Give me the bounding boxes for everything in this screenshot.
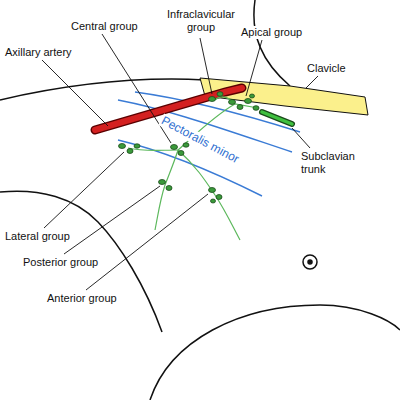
leader-line [64,186,160,254]
part-label: Apical group [240,26,303,39]
leader-line [42,60,108,126]
central-node [183,143,189,147]
infraclavicular-node [217,92,223,97]
posterior-node [166,186,172,191]
muscle-border [118,140,262,196]
subclavian-trunk [262,112,292,124]
lymph-vessel [215,97,235,104]
apical-node [245,99,252,104]
part-label: Central group [70,20,139,33]
apical-node [253,106,259,111]
leader-line [306,76,318,88]
leader-line [86,194,208,290]
breast-outline [150,305,400,400]
leader-line [200,38,212,94]
anterior-node [216,195,222,200]
central-node [178,151,184,156]
part-label: Infraclavicular group [160,8,242,34]
apical-node [229,100,236,105]
neck-outline [254,0,290,86]
leader-line [292,128,310,148]
lateral-node [127,149,133,154]
part-label: Posterior group [22,256,99,269]
lymph-vessel [165,150,178,185]
nipple-symbol [303,255,317,269]
anterior-node [209,188,216,193]
lymph-vessel [215,195,240,240]
subclavian-trunk [262,112,292,124]
part-label: Axillary artery [4,46,73,59]
leader-lines [42,34,318,290]
apical-node [237,105,243,110]
apical-node [250,94,255,98]
part-label: Lateral group [4,230,71,243]
lymph-vessel [155,185,165,230]
central-node [171,145,178,150]
leader-line [44,152,124,228]
nipple-dot [308,260,312,264]
part-label: Subclavian trunk [300,150,364,176]
part-label: Clavicle [306,62,347,75]
leader-line [246,40,262,96]
lateral-node [119,144,126,149]
lymph-nodes [119,92,260,203]
pectoralis-minor-muscle [118,92,300,196]
lymph-vessel [178,150,215,195]
arm-outline [0,79,205,100]
posterior-node [159,180,166,185]
anterior-node [211,199,216,203]
part-label: Anterior group [46,292,118,305]
axilla-outline [0,191,162,332]
lymph-vessels [128,97,258,240]
lateral-node [134,144,140,148]
infraclavicular-node [209,97,216,102]
